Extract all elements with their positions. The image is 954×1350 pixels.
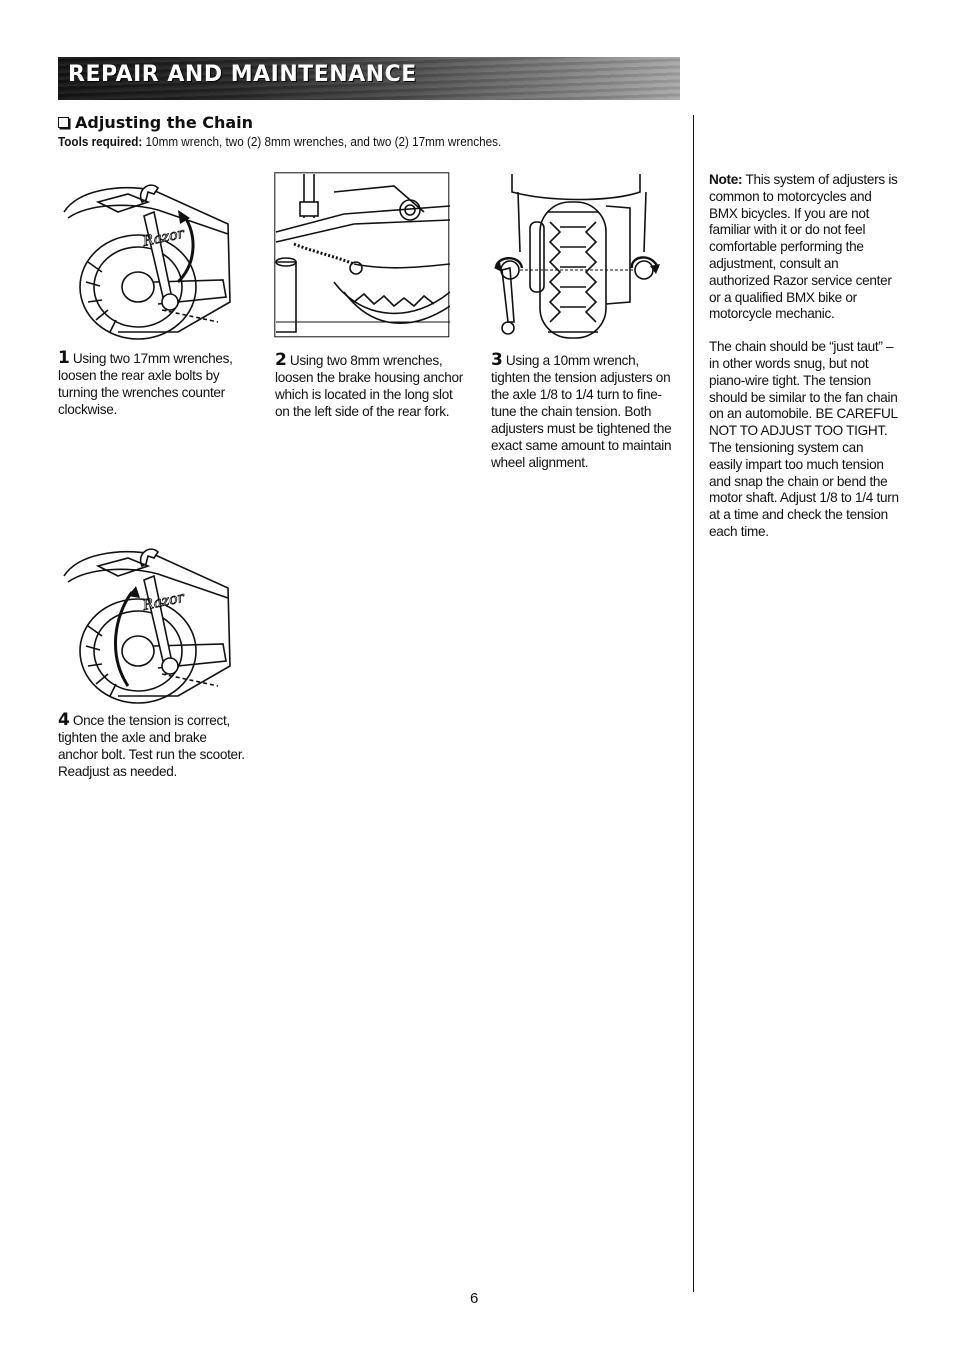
- step-number: 2: [275, 350, 287, 370]
- step-number: 4: [58, 710, 70, 730]
- tools-required-text: 10mm wrench, two (2) 8mm wrenches, and t…: [145, 134, 502, 149]
- figure-4-illustration: Razor: [58, 536, 233, 706]
- note-text: This system of adjusters is common to mo…: [709, 172, 898, 322]
- step-text: Using two 8mm wrenches, loosen the brake…: [275, 353, 463, 419]
- step-text: Once the tension is correct, tighten the…: [58, 713, 245, 779]
- note-paragraph-1: Note: This system of adjusters is common…: [709, 172, 899, 323]
- column-divider: [693, 115, 694, 1292]
- tools-required-label: Tools required:: [58, 134, 143, 149]
- step-number: 1: [58, 348, 70, 368]
- checkbox-icon: [58, 117, 69, 128]
- page-number: 6: [470, 1290, 479, 1307]
- step-number: 3: [491, 350, 503, 370]
- figure-3-illustration: [490, 172, 666, 340]
- note-paragraph-2: The chain should be “just taut” – in oth…: [709, 339, 899, 539]
- tools-required-line: Tools required: 10mm wrench, two (2) 8mm…: [58, 134, 501, 149]
- step-text: Using two 17mm wrenches, loosen the rear…: [58, 351, 233, 417]
- note-label: Note:: [709, 172, 743, 187]
- section-heading-text: Adjusting the Chain: [75, 113, 254, 132]
- section-heading: Adjusting the Chain: [58, 113, 253, 132]
- step-text: Using a 10mm wrench, tighten the tension…: [491, 353, 672, 470]
- section-banner: REPAIR AND MAINTENANCE: [58, 57, 680, 100]
- note-sidebar: Note: This system of adjusters is common…: [709, 172, 899, 557]
- figure-2-illustration: [274, 172, 450, 338]
- figure-1-illustration: Razor: [58, 172, 233, 342]
- page-title: REPAIR AND MAINTENANCE: [68, 62, 417, 87]
